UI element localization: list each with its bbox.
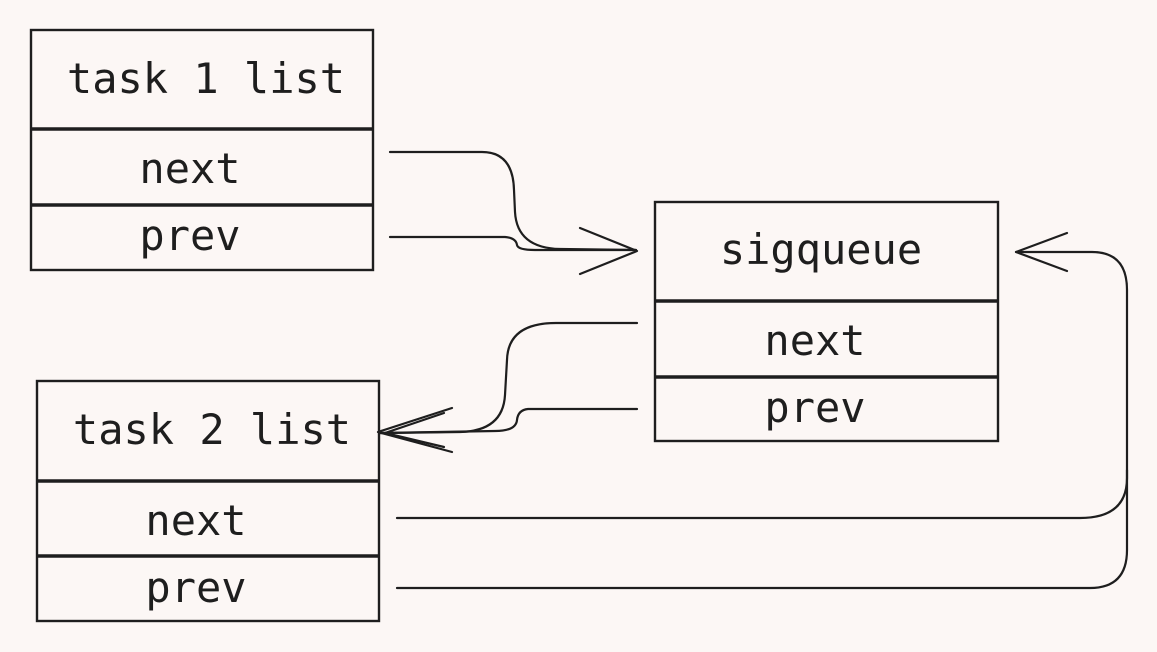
edge-task2-next-to-sigqueue xyxy=(395,250,1129,520)
task2-prev-label: prev xyxy=(145,563,246,612)
task1-next-label: next xyxy=(139,144,240,193)
sigqueue-next-label: next xyxy=(764,316,865,365)
task2-next-label: next xyxy=(145,496,246,545)
arrowhead-into-sigqueue-left xyxy=(578,226,639,276)
task2-title: task 2 list xyxy=(73,405,351,454)
task2-box xyxy=(35,379,381,623)
task1-title: task 1 list xyxy=(67,54,345,103)
arrowhead-into-task2-a xyxy=(376,406,454,454)
task1-node: task 1 list next prev xyxy=(29,28,375,272)
arrowhead-into-sigqueue-right xyxy=(1014,231,1069,273)
task2-node: task 2 list next prev xyxy=(35,379,381,623)
arrowhead-into-task2-b xyxy=(383,411,446,449)
edge-sigqueue-next-to-task2 xyxy=(378,321,639,435)
sigqueue-prev-label: prev xyxy=(764,383,865,432)
task1-prev-label: prev xyxy=(139,211,240,260)
edge-sigqueue-prev-to-task2 xyxy=(378,407,639,435)
task1-box xyxy=(29,28,375,272)
edge-task2-prev-to-sigqueue xyxy=(395,468,1129,590)
edge-task1-next-to-sigqueue xyxy=(388,150,638,252)
sigqueue-title: sigqueue xyxy=(720,225,922,274)
sigqueue-node: sigqueue next prev xyxy=(653,200,1000,443)
edge-task1-prev-to-sigqueue xyxy=(388,235,638,252)
sigqueue-box xyxy=(653,200,1000,443)
